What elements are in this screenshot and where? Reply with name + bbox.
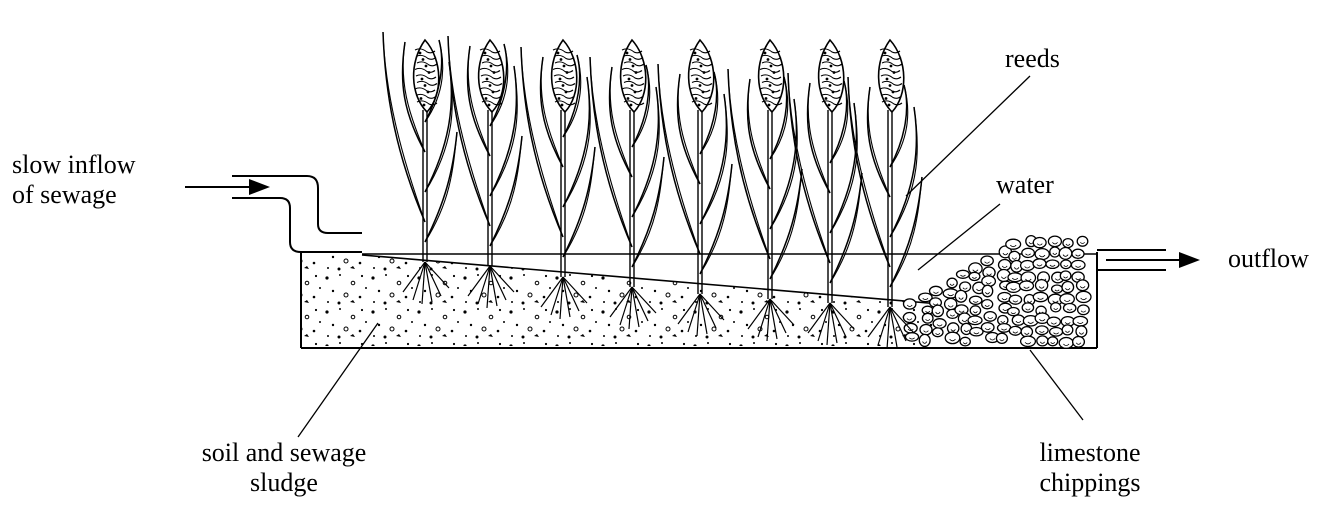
soil-label-line-1: soil and sewage [184, 438, 384, 468]
inflow-label-line-2: of sewage [12, 180, 136, 210]
outflow-arrow [1106, 252, 1200, 268]
soil-sludge-label: soil and sewage sludge [184, 438, 384, 498]
limestone-label: limestone chippings [1020, 438, 1160, 498]
outflow-label: outflow [1228, 244, 1309, 274]
inflow-label: slow inflow of sewage [12, 150, 136, 210]
limestone-label-line-2: chippings [1020, 468, 1160, 498]
water-label: water [996, 170, 1054, 200]
inflow-arrow [185, 179, 270, 195]
limestone-chippings-pile [903, 236, 1091, 349]
inflow-label-line-1: slow inflow [12, 150, 136, 180]
reeds-label: reeds [1005, 44, 1060, 74]
soil-label-line-2: sludge [184, 468, 384, 498]
limestone-leader-line [1030, 350, 1083, 420]
limestone-label-line-1: limestone [1020, 438, 1160, 468]
